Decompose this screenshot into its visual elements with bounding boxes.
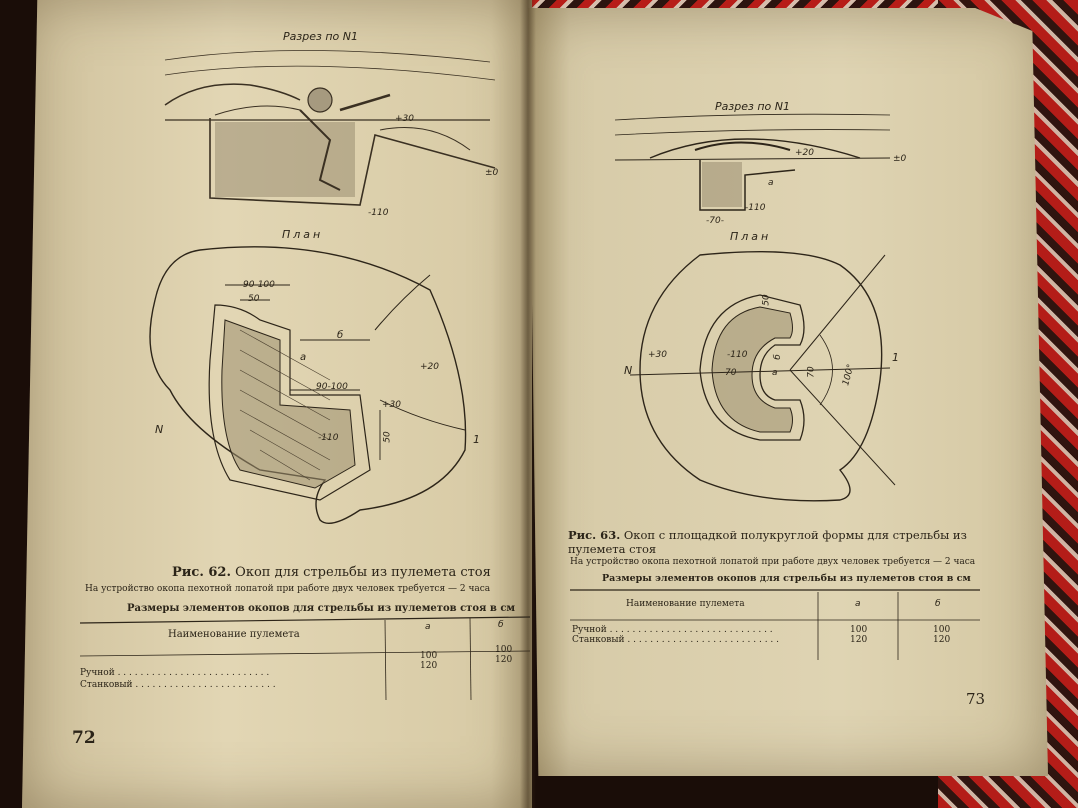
left-dim-50-side: 50 bbox=[382, 431, 393, 443]
right-dim-zero: ±0 bbox=[893, 154, 907, 164]
left-table-lines bbox=[79, 616, 531, 701]
right-caption: Рис. 63. Окоп с площадкой полукруглой фо… bbox=[568, 528, 988, 556]
left-table-row1-name: Ручной . . . . . . . . . . . . . . . . .… bbox=[80, 668, 270, 678]
right-table-header-name: Наименование пулемета bbox=[626, 599, 745, 609]
left-table-row1-a: 100 bbox=[420, 651, 438, 661]
right-dim-minus110-plan: -110 bbox=[727, 350, 748, 360]
right-dim-a-plan: а bbox=[772, 368, 778, 378]
left-plan-label: План bbox=[282, 228, 324, 241]
left-plan-illustration bbox=[149, 246, 467, 524]
right-dim-a-section: а bbox=[768, 178, 774, 188]
right-caption-text: Окоп с площадкой полукруглой формы для с… bbox=[568, 528, 967, 556]
right-dim-70-side: 70 bbox=[806, 366, 817, 378]
right-table-row2-a: 120 bbox=[850, 635, 868, 645]
left-page-number: 72 bbox=[72, 728, 96, 748]
right-dim-b-plan: б bbox=[772, 354, 783, 360]
left-section-label: Разрез по N1 bbox=[283, 30, 358, 43]
left-dim-90-100-mid: 90-100 bbox=[316, 382, 348, 392]
left-dim-plus30: +30 bbox=[382, 400, 401, 410]
left-dim-90-100-top: 90-100 bbox=[243, 280, 275, 290]
left-caption: Рис. 62. Окоп для стрельбы из пулемета с… bbox=[172, 565, 491, 580]
right-dim-plus20: +20 bbox=[795, 148, 814, 158]
left-dim-a: а bbox=[300, 352, 307, 363]
left-table-row1-b: 100 bbox=[495, 645, 513, 655]
right-caption-fig: Рис. 63. bbox=[568, 528, 621, 542]
right-table-row1-b: 100 bbox=[933, 625, 951, 635]
right-page bbox=[528, 8, 1048, 776]
left-dim-plus30-section: +30 bbox=[395, 114, 414, 124]
right-plan-illustration bbox=[629, 250, 896, 502]
left-dim-minus110: -110 bbox=[318, 433, 339, 443]
left-1-label: 1 bbox=[473, 433, 480, 446]
left-table-header-name: Наименование пулемета bbox=[168, 629, 300, 640]
right-section-label: Разрез по N1 bbox=[715, 100, 790, 113]
left-dim-b: б bbox=[337, 330, 344, 341]
left-table-row2-name: Станковый . . . . . . . . . . . . . . . … bbox=[80, 680, 276, 690]
right-table-header-a: а bbox=[855, 599, 861, 609]
left-table-title: Размеры элементов окопов для стрельбы из… bbox=[127, 603, 516, 614]
left-table-header-b: б bbox=[498, 620, 504, 630]
left-section-illustration bbox=[164, 50, 496, 206]
right-table-lines bbox=[570, 589, 980, 660]
left-dim-minus110-section: -110 bbox=[368, 208, 389, 218]
left-table-row2-a: 120 bbox=[420, 661, 438, 671]
left-dim-zero: ±0 bbox=[485, 168, 499, 178]
right-table-title: Размеры элементов окопов для стрельбы из… bbox=[602, 573, 971, 584]
right-dim-plus30: +30 bbox=[648, 350, 667, 360]
right-section-illustration bbox=[614, 113, 891, 211]
book-spine bbox=[520, 0, 536, 808]
left-N-label: N bbox=[155, 423, 164, 436]
left-table-row2-b: 120 bbox=[495, 655, 513, 665]
right-table-row1-a: 100 bbox=[850, 625, 868, 635]
right-table-row2-b: 120 bbox=[933, 635, 951, 645]
right-table-row1-name: Ручной . . . . . . . . . . . . . . . . .… bbox=[572, 625, 773, 635]
right-dim-70: -70- bbox=[706, 216, 724, 226]
left-dim-plus20: +20 bbox=[420, 362, 439, 372]
right-dim-50: 50 bbox=[761, 294, 772, 306]
right-page-number: 73 bbox=[966, 690, 986, 708]
left-note: На устройство окопа пехотной лопатой при… bbox=[85, 584, 491, 594]
left-caption-fig: Рис. 62. bbox=[172, 565, 232, 580]
right-table-row2-name: Станковый . . . . . . . . . . . . . . . … bbox=[572, 635, 780, 645]
right-N-label: N bbox=[624, 364, 633, 377]
right-plan-label: План bbox=[730, 230, 772, 243]
right-dim-minus110: -110 bbox=[745, 203, 766, 213]
right-note: На устройство окопа пехотной лопатой при… bbox=[570, 557, 976, 567]
left-caption-text: Окоп для стрельбы из пулемета стоя bbox=[235, 565, 491, 580]
right-dim-70-plan: 70 bbox=[725, 368, 737, 378]
left-dim-50-top: 50 bbox=[248, 294, 260, 304]
right-table-header-b: б bbox=[935, 599, 941, 609]
right-1-label: 1 bbox=[892, 351, 899, 364]
left-table-header-a: а bbox=[425, 622, 431, 632]
